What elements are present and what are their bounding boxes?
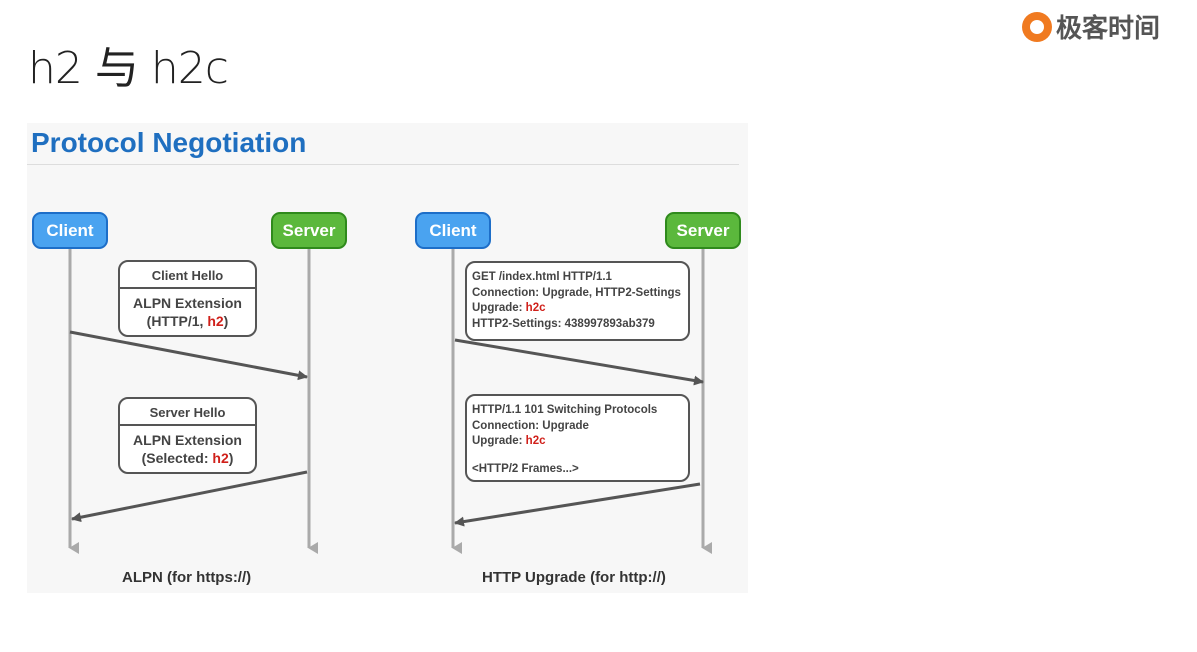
status-line: HTTP/1.1 101 Switching Protocols (472, 404, 658, 416)
client-hello-arrow (69, 330, 308, 381)
alpn-selected: (Selected: h2) (141, 450, 234, 466)
server-hello-arrow (71, 470, 308, 523)
upgrade-request-arrow (454, 338, 704, 386)
http2-frames: <HTTP/2 Frames...> (472, 462, 579, 475)
divider (27, 164, 739, 165)
connection-header: Connection: Upgrade (472, 419, 589, 432)
server-hello-box: Server Hello ALPN Extension (Selected: h… (118, 397, 257, 474)
upgrade-response-arrow (454, 482, 701, 527)
alpn-server-actor: Server (271, 212, 347, 249)
server-hello-header: Server Hello (120, 399, 255, 426)
upgrade-server-actor: Server (665, 212, 741, 249)
alpn-extension-label: ALPN Extension (133, 295, 242, 311)
slide-title: h2 与 h2c (28, 43, 229, 94)
lifelines-and-arrows (68, 247, 712, 554)
alpn-caption: ALPN (for https://) (122, 569, 252, 586)
http2-settings-header: HTTP2-Settings: 438997893ab379 (472, 317, 655, 330)
logo-text: 极客时间 (1056, 14, 1161, 44)
upgrade-request-box: GET /index.html HTTP/1.1 Connection: Upg… (465, 261, 690, 341)
connection-header: Connection: Upgrade, HTTP2-Settings (472, 286, 681, 299)
alpn-extension-label: ALPN Extension (133, 432, 242, 448)
protocol-negotiation-diagram: Protocol Negotiation Client Server Clien… (27, 123, 748, 593)
logo-icon (1022, 11, 1052, 42)
upgrade-header: Upgrade: h2c (472, 435, 546, 447)
client-hello-header: Client Hello (120, 262, 255, 289)
request-line: GET /index.html HTTP/1.1 (472, 271, 612, 283)
upgrade-client-actor: Client (415, 212, 491, 249)
client-hello-box: Client Hello ALPN Extension (HTTP/1, h2) (118, 260, 257, 337)
upgrade-header: Upgrade: h2c (472, 302, 546, 314)
upgrade-response-box: HTTP/1.1 101 Switching Protocols Connect… (465, 394, 690, 482)
alpn-client-actor: Client (32, 212, 108, 249)
diagram-title: Protocol Negotiation (31, 127, 307, 158)
upgrade-caption: HTTP Upgrade (for http://) (482, 569, 666, 586)
logo: 极客时间 (1022, 8, 1160, 45)
alpn-protocols: (HTTP/1, h2) (146, 313, 229, 329)
